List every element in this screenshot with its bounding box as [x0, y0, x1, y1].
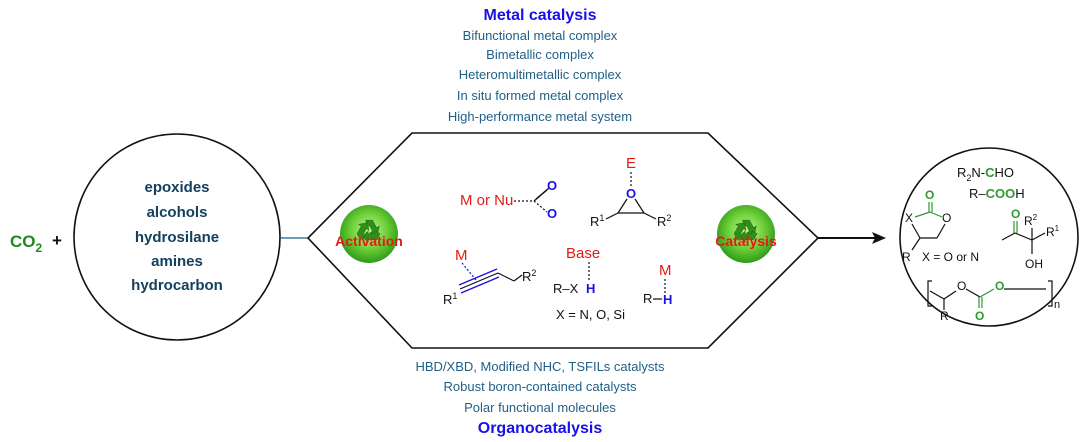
poly-bond-4 — [979, 288, 995, 298]
carbonate-ring-bond-2 — [929, 211, 943, 218]
epoxide-o: O — [626, 186, 636, 201]
products-circle — [899, 147, 1079, 327]
catalysis-label: Catalysis — [715, 233, 777, 249]
mh-activation-structure: M R H — [643, 262, 672, 307]
carbonate-r-bond — [911, 237, 921, 251]
base-activation-structure: Base R–X H X = N, O, Si — [553, 245, 625, 322]
metal-item-1: Bifunctional metal complex — [463, 28, 618, 43]
poly-o3: O — [975, 309, 984, 323]
epoxide-e-label: E — [626, 155, 636, 172]
metal-catalysis-heading: Metal catalysis — [484, 7, 597, 24]
hydroxy-ketone-product: O R2 R1 OH — [1001, 207, 1060, 271]
base-label: Base — [566, 245, 600, 262]
organo-item-2: Robust boron-contained catalysts — [444, 379, 637, 394]
alkyne-m-label: M — [455, 247, 468, 264]
substrate-amines: amines — [151, 253, 203, 270]
activation-recycle-ball — [340, 205, 398, 263]
substrates-circle — [73, 133, 281, 341]
substrate-alcohols: alcohols — [147, 204, 208, 221]
formamide-product: R2N-CHO — [957, 165, 1014, 183]
polymer-bracket-left — [927, 280, 932, 307]
carboxylic-acid-product: R–COOH — [969, 186, 1025, 201]
alkyne-activation-structure: M R1 R2 — [443, 247, 536, 307]
substrate-epoxides: epoxides — [144, 179, 209, 196]
plus-sign: + — [52, 231, 62, 250]
co-bond-upper-2 — [535, 187, 550, 200]
substrates-list: epoxides alcohols hydrosilane amines hyd… — [131, 179, 223, 294]
rxh-h: H — [586, 281, 595, 296]
poly-bond-3 — [965, 288, 981, 298]
substrate-hydrosilane: hydrosilane — [135, 229, 219, 246]
ketone-o: O — [1011, 207, 1020, 221]
activation-label: Activation — [335, 233, 403, 249]
ketone-alpha-bond — [1014, 232, 1033, 241]
co2-o-bottom: O — [547, 206, 557, 221]
poly-o1: O — [957, 279, 966, 293]
alkyne-ch2-bond — [497, 272, 515, 282]
alkyne-triple-1 — [459, 272, 499, 290]
alkyne-triple-2 — [458, 268, 498, 286]
poly-o2: O — [995, 279, 1004, 293]
m-or-nu-label: M or Nu — [460, 192, 513, 209]
metal-item-4: In situ formed metal complex — [457, 88, 624, 103]
epoxide-activation-structure: E O R1 R2 — [590, 155, 671, 229]
ketone-oh: OH — [1025, 257, 1043, 271]
cyclic-carbonate-product: O X O R X = O or N — [902, 188, 979, 264]
substrate-hydrocarbon: hydrocarbon — [131, 277, 223, 294]
alkyne-r1: R1 — [443, 291, 457, 307]
carbonate-x-definition: X = O or N — [922, 250, 979, 264]
carbonate-x: X — [905, 211, 913, 225]
co2-activation-structure: M or Nu O O — [460, 178, 557, 221]
alkyne-r2-bond — [513, 274, 523, 282]
co2-label: CO2 — [10, 232, 43, 255]
ketone-r2: R2 — [1024, 213, 1038, 228]
rxh-x-definition: X = N, O, Si — [556, 307, 625, 322]
ketone-r1-bond — [1031, 232, 1046, 241]
activation-catalysis-hexagon — [306, 132, 820, 349]
organo-item-3: Polar functional molecules — [464, 400, 616, 415]
mh-m-label: M — [659, 262, 672, 279]
organocatalysis-heading: Organocatalysis — [478, 420, 603, 437]
rxh-rx: R–X — [553, 281, 579, 296]
carbonate-ring-bond-5 — [936, 223, 946, 239]
metal-item-2: Bimetallic complex — [486, 47, 594, 62]
product-arrow-head — [872, 232, 886, 244]
carbonate-ring-bond-3 — [911, 223, 921, 239]
epoxide-bond-right — [634, 198, 645, 214]
poly-r: R — [940, 309, 949, 323]
carbonate-r: R — [902, 250, 911, 264]
epoxide-r2: R2 — [657, 213, 671, 229]
carbonate-o-ring: O — [942, 211, 951, 225]
alkyne-triple-3 — [460, 276, 500, 294]
polycarbonate-product: O O O R n — [927, 279, 1060, 323]
mh-h: H — [663, 292, 672, 307]
organocatalysis-list: HBD/XBD, Modified NHC, TSFILs catalysts … — [416, 359, 665, 415]
metal-item-3: Heteromultimetallic complex — [459, 67, 622, 82]
epoxide-r1-bond — [605, 212, 619, 220]
epoxide-r2-bond — [643, 212, 657, 220]
polymer-bracket-right — [1048, 280, 1053, 307]
metal-catalysis-list: Bifunctional metal complex Bimetallic co… — [448, 28, 632, 124]
carbonate-o-top: O — [925, 188, 934, 202]
ketone-methyl-bond — [1001, 232, 1016, 241]
poly-bond-2 — [943, 290, 957, 300]
epoxide-bond-left — [617, 198, 628, 214]
epoxide-r1: R1 — [590, 213, 604, 229]
catalysis-recycle-ball — [717, 205, 775, 263]
co-bond-lower — [533, 200, 548, 213]
carbonate-ring-bond-1 — [914, 211, 931, 218]
poly-bond-1 — [929, 290, 945, 300]
ketone-r1: R1 — [1046, 224, 1060, 239]
alkyne-r2: R2 — [522, 268, 536, 284]
organo-item-1: HBD/XBD, Modified NHC, TSFILs catalysts — [416, 359, 665, 374]
metal-item-5: High-performance metal system — [448, 109, 632, 124]
mh-r: R — [643, 291, 652, 306]
poly-n: n — [1054, 299, 1060, 311]
co2-o-top: O — [547, 178, 557, 193]
